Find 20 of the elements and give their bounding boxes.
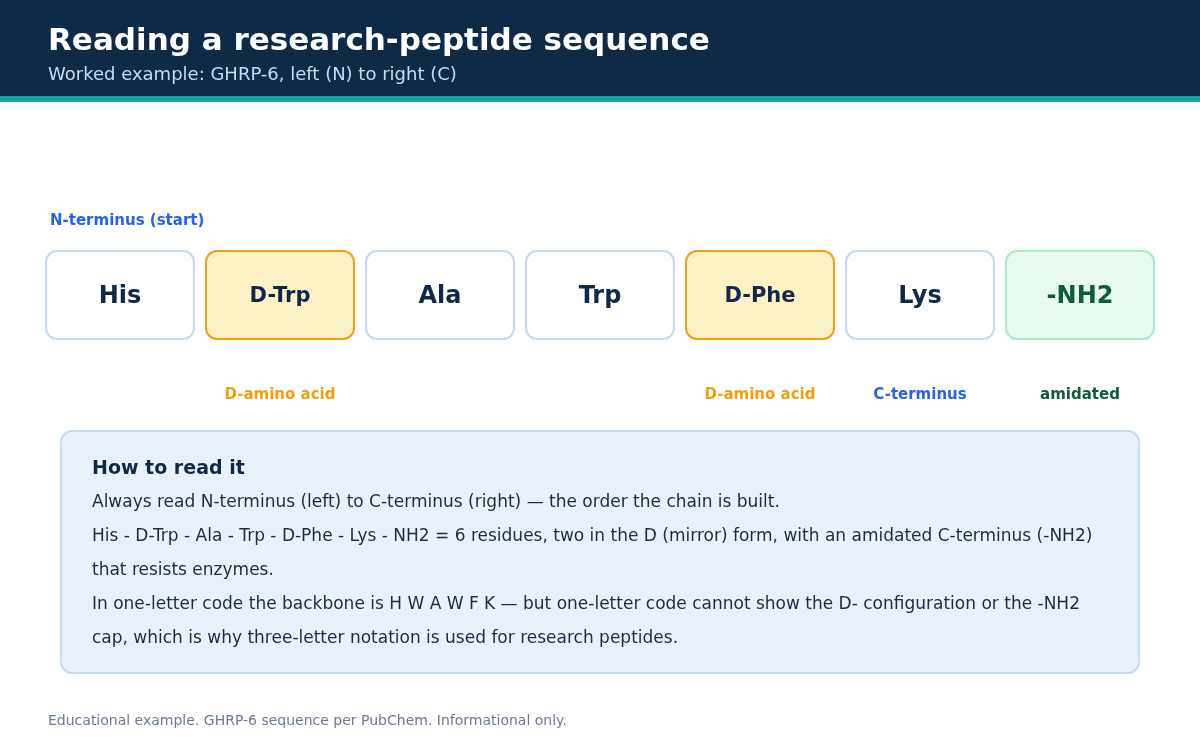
residue-box: Lys [845, 250, 995, 340]
note-text: His - D-Trp - Ala - Trp - D-Phe - Lys - NH2 = 6 residues, two in the D (mirror) form, with an amidated C-terminus (-NH2) that resists enzymes. [92, 524, 1094, 581]
residue-box: Ala [365, 250, 515, 340]
residue-box: -NH2 [1005, 250, 1155, 340]
residue-box: D-Phe [685, 250, 835, 340]
residue-annotation: D-amino acid [224, 384, 336, 404]
residue-annotation: C-terminus [873, 384, 967, 404]
page-title: Reading a research-peptide sequence [48, 20, 710, 58]
residue-box: His [45, 250, 195, 340]
residue-box: Trp [525, 250, 675, 340]
note-text: In one-letter code the backbone is H W A W F K — but one-letter code cannot show the D- configuration or the -NH2 cap, which is why three-letter notation is used for research peptides. [92, 592, 1081, 649]
note-panel [60, 430, 1140, 674]
footer-note: Educational example. GHRP-6 sequence per PubChem. Informational only. [48, 711, 567, 730]
note-text: Always read N-terminus (left) to C-terminus (right) — the order the chain is built. [92, 490, 781, 513]
residue-annotation: amidated [1040, 384, 1120, 404]
residue-annotation: D-amino acid [704, 384, 816, 404]
residue-box: D-Trp [205, 250, 355, 340]
residue-annotation: N-terminus (start) [50, 210, 205, 230]
page-subtitle: Worked example: GHRP-6, left (N) to right (C) [48, 62, 457, 86]
note-heading: How to read it [92, 455, 246, 480]
